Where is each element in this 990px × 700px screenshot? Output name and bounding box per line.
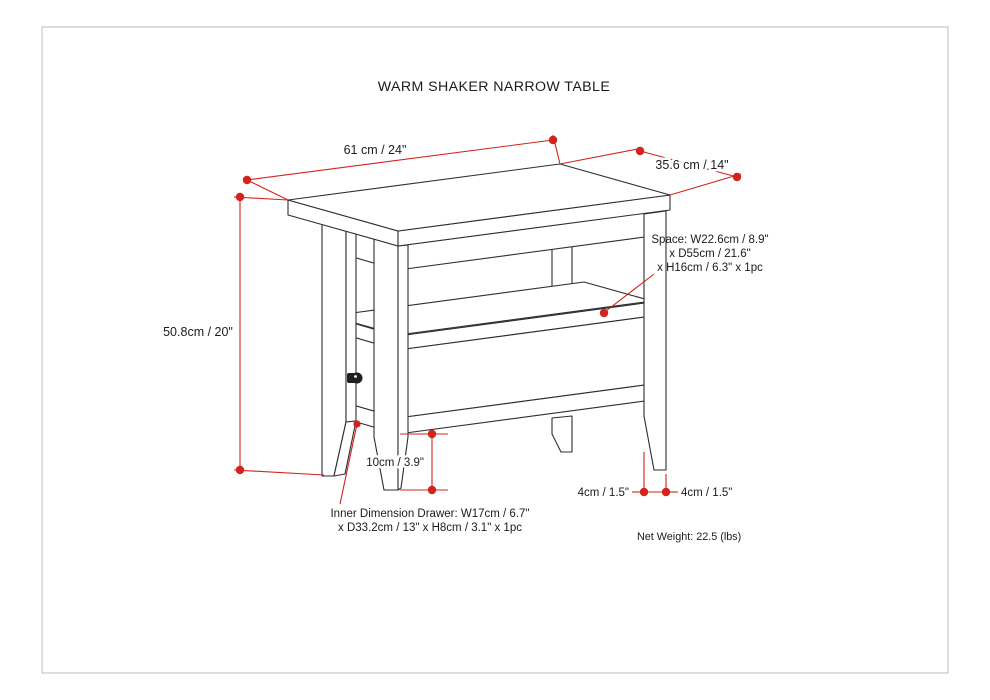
callout-drawer: Inner Dimension Drawer: W17cm / 6.7" x D… — [330, 420, 530, 534]
front-leg-front-face — [373, 238, 399, 491]
leg-thickness-left-label: 4cm / 1.5" — [578, 487, 629, 499]
top-depth-label: 35.6 cm / 14" — [655, 158, 728, 172]
dim-dot — [235, 192, 245, 202]
left-leg-side-face — [345, 229, 357, 423]
dim-dot — [235, 465, 245, 475]
dim-dot — [732, 172, 742, 182]
dim-dot — [353, 420, 361, 428]
height-label: 50.8cm / 20" — [163, 325, 233, 339]
leg-thickness-right-label: 4cm / 1.5" — [681, 487, 732, 499]
drawer-knob-icon — [347, 372, 363, 384]
dim-dot — [427, 485, 437, 495]
callout-shelf-space: Space: W22.6cm / 8.9" x D55cm / 21.6" x … — [599, 234, 769, 318]
shelf-space-line2: x D55cm / 21.6" — [669, 248, 750, 260]
shelf-space-line1: Space: W22.6cm / 8.9" — [651, 234, 768, 246]
page-border — [41, 26, 949, 674]
dim-dot — [599, 308, 609, 318]
dimension-leg-thickness: 4cm / 1.5" 4cm / 1.5" — [575, 452, 735, 502]
back-leg-lower — [551, 415, 573, 453]
dimension-top-depth: 35.6 cm / 14" — [559, 146, 742, 196]
dimension-height: 50.8cm / 20" — [161, 192, 325, 476]
dim-dot — [635, 146, 645, 156]
net-weight-label: Net Weight: 22.5 (lbs) — [637, 531, 741, 543]
shelf-space-line3: x H16cm / 6.3" x 1pc — [657, 262, 763, 274]
dimension-top-width: 61 cm / 24" — [242, 134, 561, 201]
drawer-dim-line1: Inner Dimension Drawer: W17cm / 6.7" — [330, 508, 529, 520]
drawer-dim-line2: x D33.2cm / 13" x H8cm / 3.1" x 1pc — [338, 522, 522, 534]
dimension-leg-height: 10cm / 3.9" — [364, 429, 448, 495]
dim-dot — [548, 135, 558, 145]
table-drawing — [287, 163, 671, 491]
left-leg-foot — [333, 420, 357, 477]
dim-dot — [427, 429, 437, 439]
right-leg — [643, 210, 667, 471]
top-width-label: 61 cm / 24" — [344, 143, 407, 157]
front-leg-side-face — [397, 244, 409, 491]
page-title: WARM SHAKER NARROW TABLE — [378, 79, 610, 95]
leg-height-label: 10cm / 3.9" — [366, 457, 424, 469]
dim-dot — [661, 487, 671, 497]
dim-dot — [639, 487, 649, 497]
dim-dot — [242, 175, 252, 185]
